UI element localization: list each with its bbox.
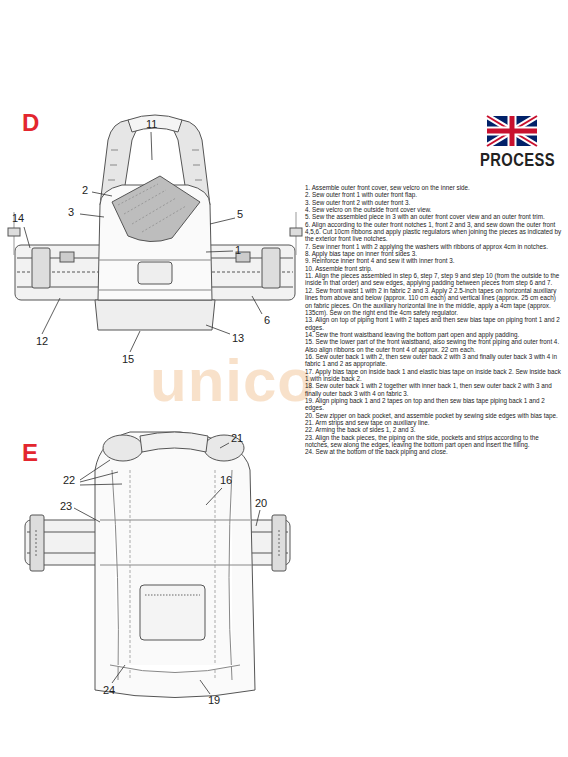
instruction-step: 14. Sew the front waistband leaving the … bbox=[305, 331, 563, 338]
callout-number: 19 bbox=[208, 694, 220, 706]
instruction-list: 1. Assemble outer front cover, sew velcr… bbox=[305, 184, 563, 456]
callout-number: 11 bbox=[146, 118, 157, 130]
instruction-step: 13. Align on top of piping front 1 with … bbox=[305, 316, 563, 331]
instruction-step: 10. Assemble front strip. bbox=[305, 265, 563, 272]
callout-number: 15 bbox=[122, 353, 134, 365]
callout-number: 16 bbox=[220, 474, 232, 486]
instruction-step: 18. Sew outer back 1 with 2 together wit… bbox=[305, 382, 563, 397]
instruction-step: 21. Arm strips and sew tape on auxiliary… bbox=[305, 419, 563, 426]
instruction-step: 3. Sew outer front 2 with outer front 3. bbox=[305, 199, 563, 206]
callout-number: 22 bbox=[63, 474, 75, 486]
instruction-step: 1. Assemble outer front cover, sew velcr… bbox=[305, 184, 563, 191]
instruction-step: 9. Reinforce inner front 4 and sew it wi… bbox=[305, 257, 563, 264]
page-title: PROCESS bbox=[480, 150, 555, 170]
callout-number: 2 bbox=[82, 184, 88, 196]
instruction-step: 19. Align piping back 1 and 2 tapes on t… bbox=[305, 397, 563, 412]
instruction-step: 24. Sew at the bottom of the back piping… bbox=[305, 448, 563, 455]
instruction-step: 16. Sew outer back 1 with 2, then sew ou… bbox=[305, 353, 563, 368]
instruction-step: 15. Sew the lower part of the front wais… bbox=[305, 338, 563, 353]
callout-number: 1 bbox=[235, 244, 241, 256]
section-letter: D bbox=[22, 110, 39, 136]
instruction-step: 4. Sew velcro on the outside front cover… bbox=[305, 206, 563, 213]
callout-number: 12 bbox=[36, 335, 48, 347]
instruction-step: 5. Sew the assembled piece in 3 with an … bbox=[305, 213, 563, 220]
watermark: unico bbox=[150, 350, 315, 412]
section-letter: E bbox=[22, 440, 38, 466]
uk-flag bbox=[487, 116, 537, 146]
instruction-step: 8. Apply bias tape on inner front sides … bbox=[305, 250, 563, 257]
instruction-step: 23. Align the back pieces, the piping on… bbox=[305, 434, 563, 449]
instruction-step: 17. Apply bias tape on inside back 1 and… bbox=[305, 368, 563, 383]
callout-number: 20 bbox=[255, 497, 267, 509]
instruction-step: 2. Sew outer front 1 with outer front fl… bbox=[305, 191, 563, 198]
instruction-step: 22. Arming the back of sides 1, 2 and 3. bbox=[305, 426, 563, 433]
callout-number: 24 bbox=[103, 684, 115, 696]
callout-number: 3 bbox=[68, 206, 74, 218]
callout-number: 13 bbox=[232, 332, 244, 344]
instruction-step: 7. Sew inner front 1 with 2 applying the… bbox=[305, 243, 563, 250]
callout-number: 5 bbox=[237, 208, 243, 220]
instruction-step: 20. Sew zipper on back pocket, and assem… bbox=[305, 412, 563, 419]
callout-number: 23 bbox=[60, 500, 72, 512]
instruction-step: 11. Align the pieces assembled in step 6… bbox=[305, 272, 563, 287]
callout-number: 14 bbox=[12, 212, 24, 224]
instruction-step: 6. Align according to the outer front no… bbox=[305, 221, 563, 243]
callout-number: 21 bbox=[231, 432, 243, 444]
instruction-step: 12. Sew front waist 1 with 2 in fabric 2… bbox=[305, 287, 563, 316]
callout-number: 6 bbox=[264, 314, 270, 326]
